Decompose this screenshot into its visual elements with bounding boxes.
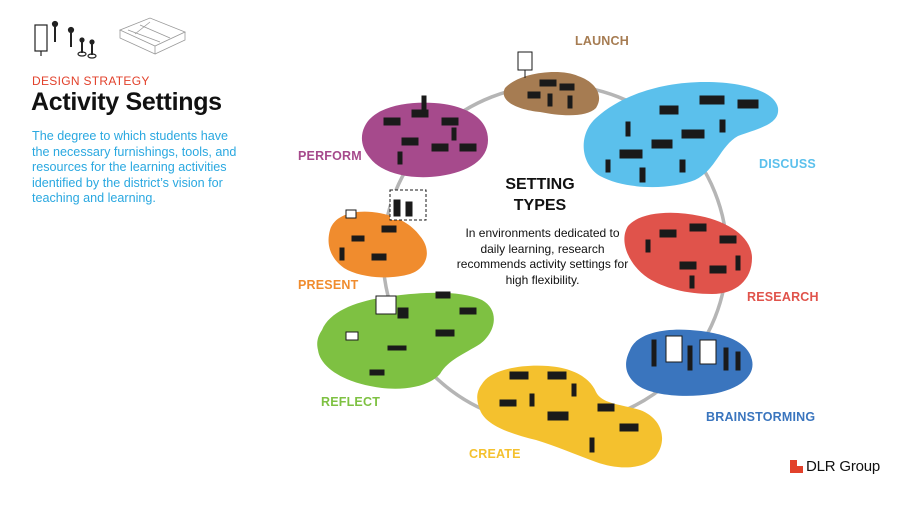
label-present: PRESENT bbox=[298, 278, 359, 292]
label-brainstorming: BRAINSTORMING bbox=[706, 410, 816, 424]
label-research: RESEARCH bbox=[747, 290, 819, 304]
logo-mark-icon bbox=[790, 460, 803, 473]
page-title: Activity Settings bbox=[31, 88, 222, 116]
logo-text: DLR Group bbox=[806, 458, 881, 475]
label-reflect: REFLECT bbox=[321, 395, 381, 409]
center-body: In environments dedicated to daily learn… bbox=[456, 226, 629, 287]
label-discuss: DISCUSS bbox=[759, 157, 816, 171]
discuss-area bbox=[583, 82, 779, 188]
center-title: SETTING TYPES bbox=[490, 174, 590, 216]
research-area bbox=[624, 212, 752, 294]
furniture-silhouettes bbox=[339, 51, 759, 453]
eyebrow-label: DESIGN STRATEGY bbox=[32, 74, 150, 88]
classroom-sketch-icon bbox=[34, 20, 97, 59]
label-create: CREATE bbox=[469, 447, 521, 461]
center-title-line1: SETTING bbox=[505, 176, 575, 193]
label-launch: LAUNCH bbox=[575, 34, 629, 48]
page-description: The degree to which students have the ne… bbox=[32, 129, 237, 205]
label-perform: PERFORM bbox=[298, 149, 362, 163]
reflect-area bbox=[317, 292, 494, 389]
dlr-group-logo: DLR Group bbox=[790, 458, 880, 475]
center-title-line2: TYPES bbox=[513, 197, 567, 214]
create-area bbox=[477, 365, 663, 468]
present-area bbox=[328, 211, 427, 278]
building-sketch-icon bbox=[118, 17, 187, 55]
